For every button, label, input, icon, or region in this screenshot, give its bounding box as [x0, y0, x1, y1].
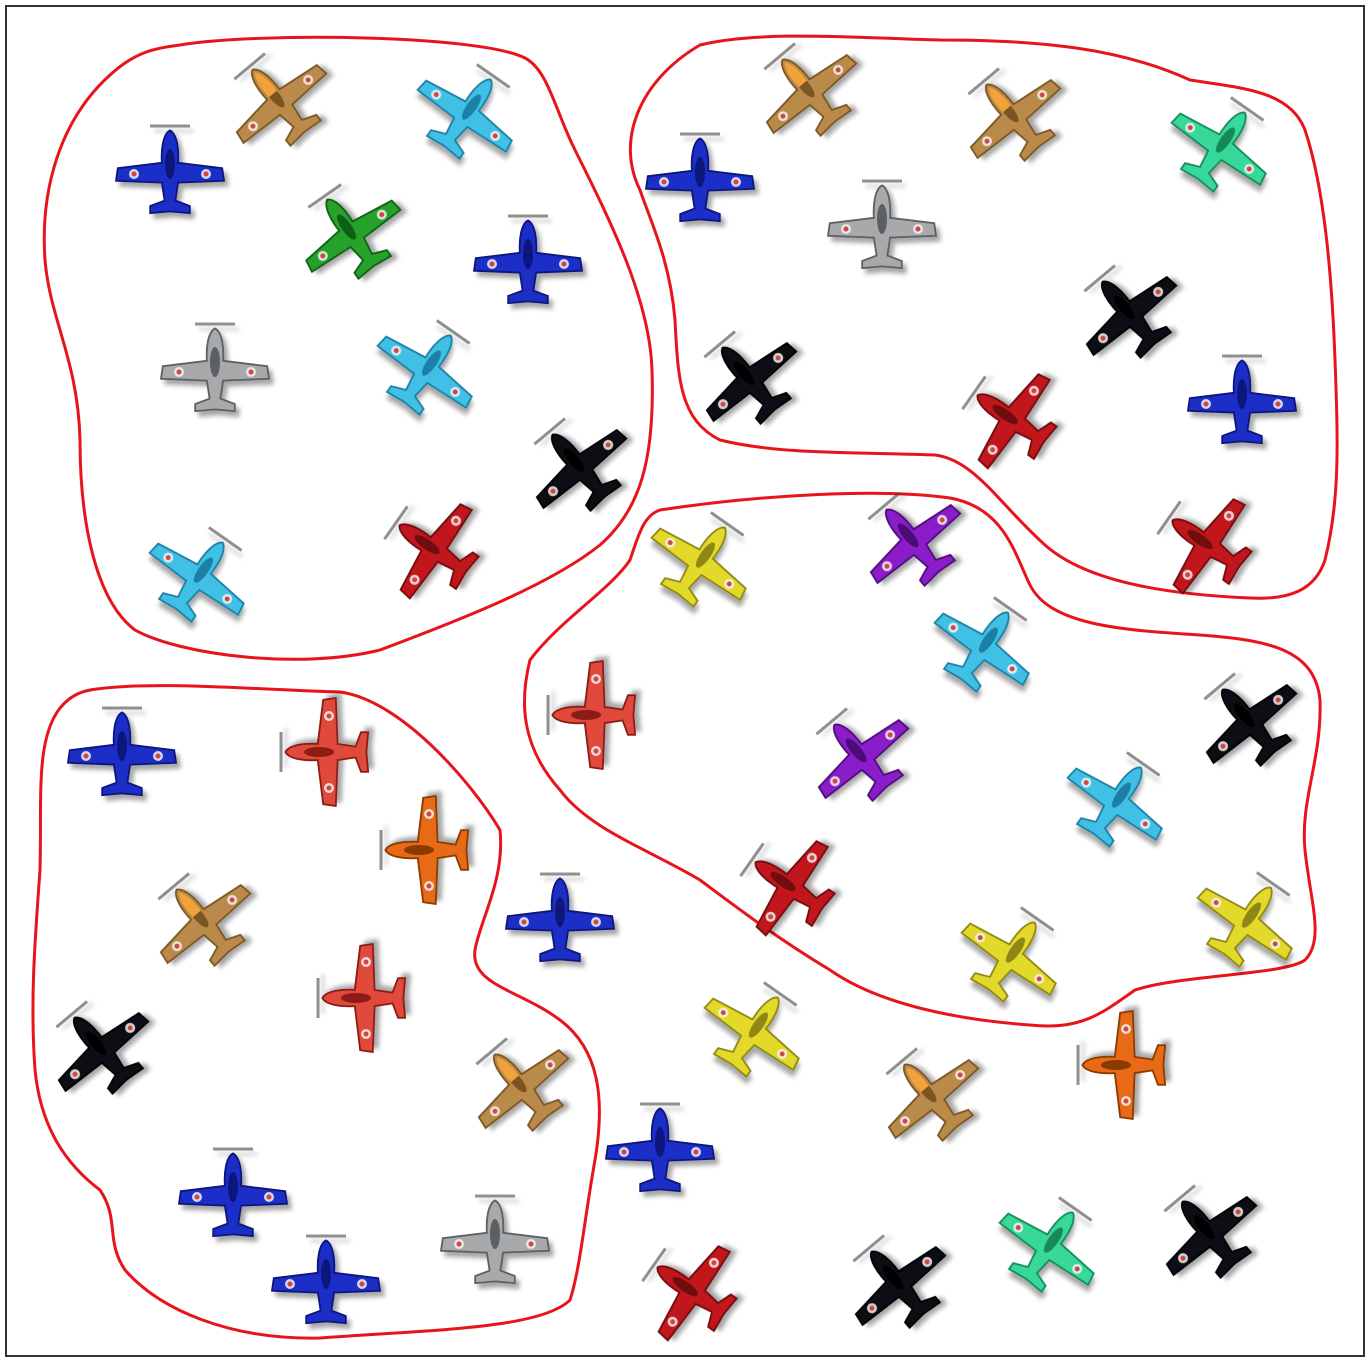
fighter-plane-icon-blue: [179, 1149, 287, 1236]
fighter-plane-icon-orange: [1078, 1011, 1165, 1119]
fighter-plane-icon-tan: [860, 1027, 999, 1163]
fighter-plane-icon-blue: [506, 874, 614, 961]
fighter-plane-icon-red: [623, 1221, 756, 1359]
fighter-plane-icon-black: [1178, 652, 1317, 788]
fighter-plane-icon-orange: [381, 796, 468, 904]
fighter-plane-icon-tan: [450, 1017, 589, 1153]
fighter-plane-icon-cyan: [399, 45, 537, 178]
fighter-plane-icon-tan: [738, 22, 877, 158]
fighter-plane-icon-green: [281, 165, 419, 298]
fighter-plane-icon-cyan: [916, 578, 1054, 711]
fighter-plane-icon-salmon: [548, 661, 635, 769]
fighter-plane-icon-gray: [161, 324, 269, 411]
fighter-plane-icon-cyan: [131, 508, 269, 641]
fighter-plane-icon-blue: [272, 1236, 380, 1323]
group-outline-middle-right: [524, 493, 1320, 1026]
group-outline-top-left: [44, 37, 652, 659]
fighter-plane-icon-blue: [646, 134, 754, 221]
fighter-plane-icon-gray: [828, 181, 936, 268]
fighter-plane-icon-salmon: [281, 698, 368, 806]
fighter-plane-icon-red: [1138, 474, 1271, 612]
fighter-plane-icon-tan: [942, 47, 1081, 183]
fighter-plane-icon-yellow: [1179, 853, 1317, 986]
fighter-plane-icon-blue: [606, 1104, 714, 1191]
fighter-plane-icon-mint: [981, 1178, 1119, 1311]
fighter-plane-icon-blue: [1188, 356, 1296, 443]
fighter-plane-icon-red: [365, 479, 498, 617]
fighter-plane-icon-yellow: [943, 888, 1081, 1021]
fighter-plane-icon-tan: [208, 32, 347, 168]
fighter-plane-icon-blue: [68, 708, 176, 795]
fighter-plane-icon-tan: [132, 852, 271, 988]
fighter-plane-icon-black: [1138, 1164, 1277, 1300]
fighter-plane-icon-blue: [116, 126, 224, 213]
fighter-plane-icon-gray: [441, 1196, 549, 1283]
fighter-plane-icon-blue: [474, 216, 582, 303]
fighter-plane-icon-cyan: [1049, 733, 1187, 866]
fighter-plane-icon-red: [721, 816, 854, 954]
plane-layer: [30, 22, 1317, 1359]
fighter-plane-icon-yellow: [686, 963, 824, 1096]
fighter-plane-icon-salmon: [318, 944, 405, 1052]
fighter-plane-icon-cyan: [359, 301, 497, 434]
fighter-plane-icon-purple: [790, 687, 929, 823]
fighter-plane-icon-black: [827, 1214, 966, 1350]
fighter-plane-icon-black: [1058, 244, 1197, 380]
fighter-plane-icon-black: [30, 980, 169, 1116]
